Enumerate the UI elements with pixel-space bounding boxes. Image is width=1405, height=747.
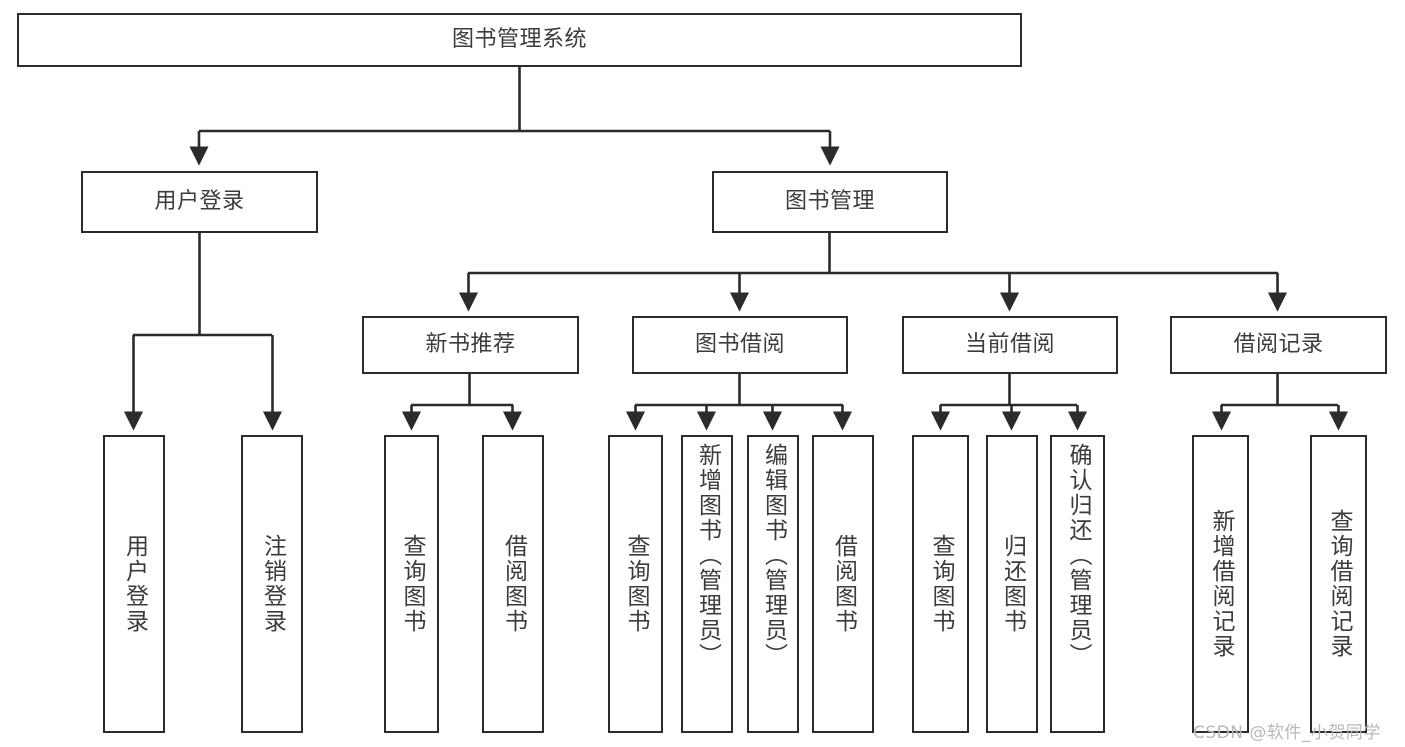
csdn-watermark: CSDN @软件_小贺同学 bbox=[1193, 723, 1381, 743]
node-book-borrow[interactable]: 图书借阅 bbox=[632, 316, 848, 374]
node-borrow-record[interactable]: 借阅记录 bbox=[1170, 316, 1387, 374]
node-leaf-borrow-book-2-label: 借阅图书 bbox=[830, 534, 857, 634]
node-leaf-return-book[interactable]: 归还图书 bbox=[986, 435, 1038, 733]
node-leaf-add-borrow-record-label: 新增借阅记录 bbox=[1208, 509, 1234, 659]
node-user-login-label: 用户登录 bbox=[154, 189, 245, 215]
node-book-manage[interactable]: 图书管理 bbox=[712, 171, 948, 233]
node-leaf-query-book-3[interactable]: 查询图书 bbox=[912, 435, 969, 733]
node-leaf-borrow-book-2[interactable]: 借阅图书 bbox=[812, 435, 874, 733]
node-leaf-return-book-label: 归还图书 bbox=[999, 534, 1026, 634]
node-leaf-user-login[interactable]: 用户登录 bbox=[103, 435, 165, 733]
node-leaf-edit-book-admin[interactable]: 编辑图书（管理员） bbox=[747, 435, 799, 733]
node-leaf-query-book-1[interactable]: 查询图书 bbox=[384, 435, 439, 733]
node-root[interactable]: 图书管理系统 bbox=[17, 13, 1022, 67]
node-user-login[interactable]: 用户登录 bbox=[81, 171, 318, 233]
node-leaf-logout[interactable]: 注销登录 bbox=[241, 435, 303, 733]
node-leaf-confirm-return-admin-label: 确认归还（管理员） bbox=[1065, 443, 1091, 668]
node-leaf-borrow-book-1-label: 借阅图书 bbox=[500, 534, 527, 634]
node-leaf-logout-label: 注销登录 bbox=[259, 534, 286, 634]
node-current-borrow[interactable]: 当前借阅 bbox=[902, 316, 1118, 374]
node-leaf-add-borrow-record[interactable]: 新增借阅记录 bbox=[1192, 435, 1249, 733]
node-book-manage-label: 图书管理 bbox=[784, 189, 875, 215]
node-leaf-confirm-return-admin[interactable]: 确认归还（管理员） bbox=[1050, 435, 1105, 733]
node-new-book-recommend-label: 新书推荐 bbox=[425, 332, 516, 358]
node-book-borrow-label: 图书借阅 bbox=[694, 332, 785, 358]
node-leaf-user-login-label: 用户登录 bbox=[121, 534, 148, 634]
node-current-borrow-label: 当前借阅 bbox=[964, 332, 1055, 358]
node-leaf-query-book-1-label: 查询图书 bbox=[399, 534, 425, 634]
node-new-book-recommend[interactable]: 新书推荐 bbox=[362, 316, 579, 374]
node-leaf-query-book-3-label: 查询图书 bbox=[928, 534, 954, 634]
node-leaf-query-borrow-record[interactable]: 查询借阅记录 bbox=[1310, 435, 1367, 733]
node-leaf-query-book-2-label: 查询图书 bbox=[623, 534, 649, 634]
node-leaf-add-book-admin-label: 新增图书（管理员） bbox=[694, 443, 721, 668]
node-leaf-borrow-book-1[interactable]: 借阅图书 bbox=[482, 435, 544, 733]
node-leaf-query-borrow-record-label: 查询借阅记录 bbox=[1326, 509, 1352, 659]
node-leaf-query-book-2[interactable]: 查询图书 bbox=[608, 435, 663, 733]
node-borrow-record-label: 借阅记录 bbox=[1233, 332, 1324, 358]
node-root-label: 图书管理系统 bbox=[451, 27, 587, 53]
node-leaf-edit-book-admin-label: 编辑图书（管理员） bbox=[760, 443, 787, 668]
node-leaf-add-book-admin[interactable]: 新增图书（管理员） bbox=[681, 435, 733, 733]
